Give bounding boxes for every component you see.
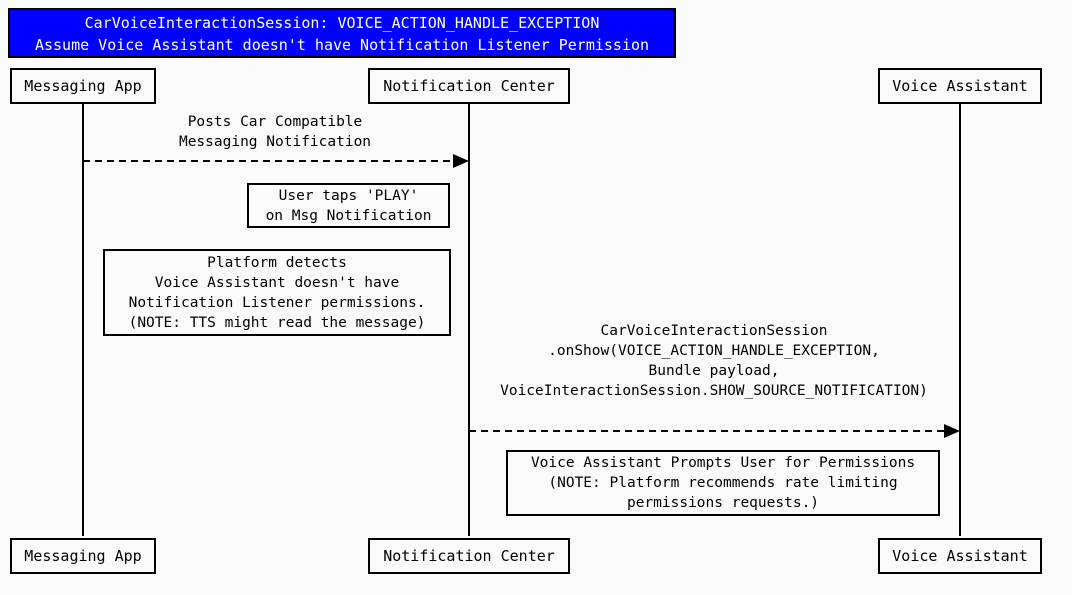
note-line: (NOTE: Platform recommends rate limiting [548,475,898,491]
message-line: .onShow(VOICE_ACTION_HANDLE_EXCEPTION, [548,343,880,359]
lifeline-messaging-app [82,104,84,536]
note-platform-detects: Platform detects Voice Assistant doesn't… [103,249,451,336]
diagram-title-line-2: Assume Voice Assistant doesn't have Noti… [34,36,650,54]
lifeline-voice-assistant [959,104,961,536]
participant-label: Notification Center [383,77,555,95]
note-line: on Msg Notification [265,207,432,224]
message-line: VoiceInteractionSession.SHOW_SOURCE_NOTI… [500,383,928,399]
message-label-on-show: CarVoiceInteractionSession .onShow(VOICE… [474,321,954,401]
note-user-taps-play: User taps 'PLAY' on Msg Notification [247,183,450,228]
participant-messaging-app-bottom[interactable]: Messaging App [10,538,156,574]
arrow-posts-notification [83,154,469,168]
participant-label: Voice Assistant [892,77,1028,95]
message-line: CarVoiceInteractionSession [600,323,828,339]
message-line: Bundle payload, [648,363,780,379]
note-line: (NOTE: TTS might read the message) [128,314,426,331]
participant-messaging-app-top[interactable]: Messaging App [10,68,156,104]
diagram-title-line-1: CarVoiceInteractionSession: VOICE_ACTION… [84,14,600,32]
arrow-on-show [469,424,960,438]
note-line: Voice Assistant Prompts User for Permiss… [530,455,916,471]
message-line: Messaging Notification [178,134,372,150]
note-line: permissions requests.) [626,495,820,511]
message-label-posts-notification: Posts Car Compatible Messaging Notificat… [155,112,395,152]
participant-notification-center-top[interactable]: Notification Center [368,68,570,104]
lifeline-notification-center [468,104,470,536]
participant-label: Voice Assistant [892,547,1028,565]
participant-voice-assistant-bottom[interactable]: Voice Assistant [878,538,1042,574]
note-line: Platform detects [207,254,347,271]
participant-notification-center-bottom[interactable]: Notification Center [368,538,570,574]
note-line: User taps 'PLAY' [278,187,419,204]
note-line: Notification Listener permissions. [128,294,426,311]
note-prompts-user-for-permissions: Voice Assistant Prompts User for Permiss… [506,450,940,516]
note-line: Voice Assistant doesn't have [154,274,400,291]
participant-voice-assistant-top[interactable]: Voice Assistant [878,68,1042,104]
participant-label: Notification Center [383,547,555,565]
participant-label: Messaging App [24,547,142,565]
participant-label: Messaging App [24,77,142,95]
message-line: Posts Car Compatible [187,114,363,130]
diagram-title-banner: CarVoiceInteractionSession: VOICE_ACTION… [8,8,676,58]
